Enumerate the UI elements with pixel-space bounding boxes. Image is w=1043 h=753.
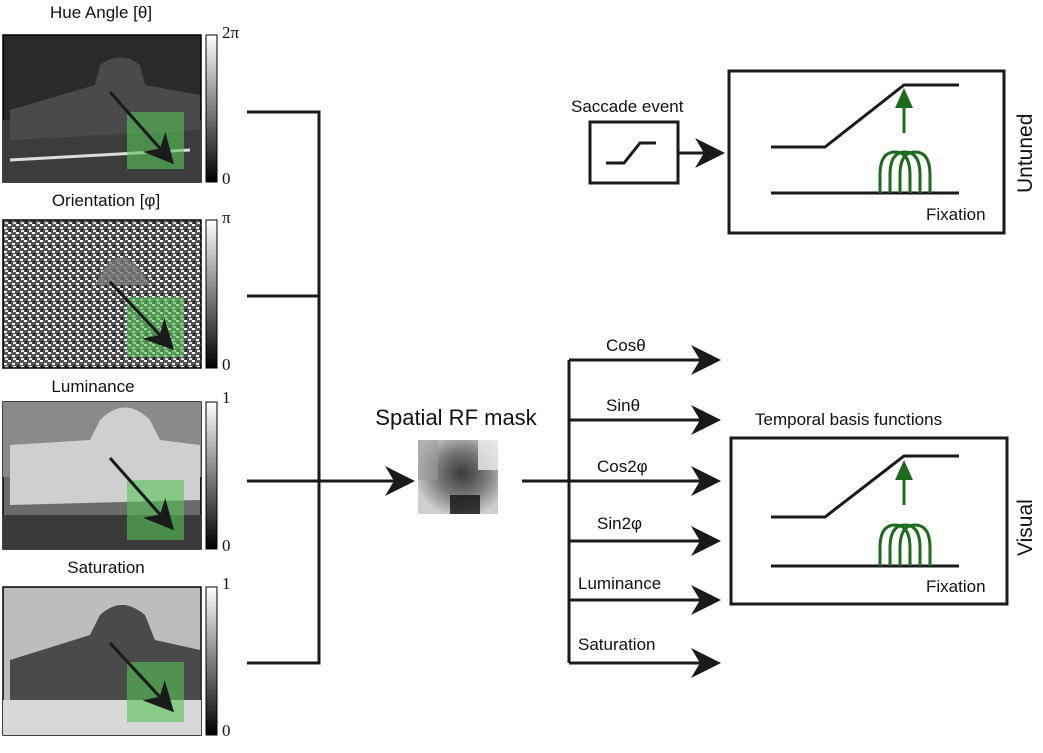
orientation-scale-min: 0 <box>222 355 231 374</box>
saturation-title: Saturation <box>67 558 145 577</box>
output-label-cos-theta: Cosθ <box>606 336 646 355</box>
orientation-title: Orientation [φ] <box>51 191 161 210</box>
saturation-scale-min: 0 <box>222 721 231 740</box>
orientation-scale-max: π <box>222 208 231 227</box>
saccade-event-box <box>588 120 725 185</box>
output-label-luminance: Luminance <box>578 574 662 593</box>
output-label-cos-2phi: Cos2φ <box>597 457 648 476</box>
hue-angle-map <box>2 34 218 183</box>
spatial-rf-mask <box>418 440 498 514</box>
saturation-scale-max: 1 <box>222 574 231 593</box>
luminance-scale-max: 1 <box>222 388 231 407</box>
orientation-map <box>2 219 218 369</box>
luminance-title: Luminance <box>51 377 135 396</box>
hue-scale-min: 0 <box>222 169 231 188</box>
luminance-scale-min: 0 <box>222 536 231 555</box>
luminance-map <box>2 401 218 550</box>
temporal-basis-label: Temporal basis functions <box>755 410 943 429</box>
saturation-map <box>2 586 218 736</box>
visual-fixation-caption: Fixation <box>926 577 986 596</box>
input-bracket <box>247 110 415 665</box>
output-label-saturation: Saturation <box>578 635 656 654</box>
visual-panel <box>729 436 1009 606</box>
saccade-event-label: Saccade event <box>571 97 684 116</box>
hue-scale-max: 2π <box>222 23 240 42</box>
untuned-panel <box>727 69 1006 235</box>
output-label-sin-theta: Sinθ <box>606 396 641 415</box>
untuned-side-label: Untuned <box>1014 113 1037 193</box>
visual-side-label: Visual <box>1014 499 1037 556</box>
output-fan <box>522 345 721 678</box>
untuned-fixation-caption: Fixation <box>926 205 986 224</box>
spatial-mask-title: Spatial RF mask <box>375 405 537 430</box>
output-label-sin-2phi: Sin2φ <box>597 514 643 533</box>
hue-angle-title: Hue Angle [θ] <box>49 3 153 22</box>
